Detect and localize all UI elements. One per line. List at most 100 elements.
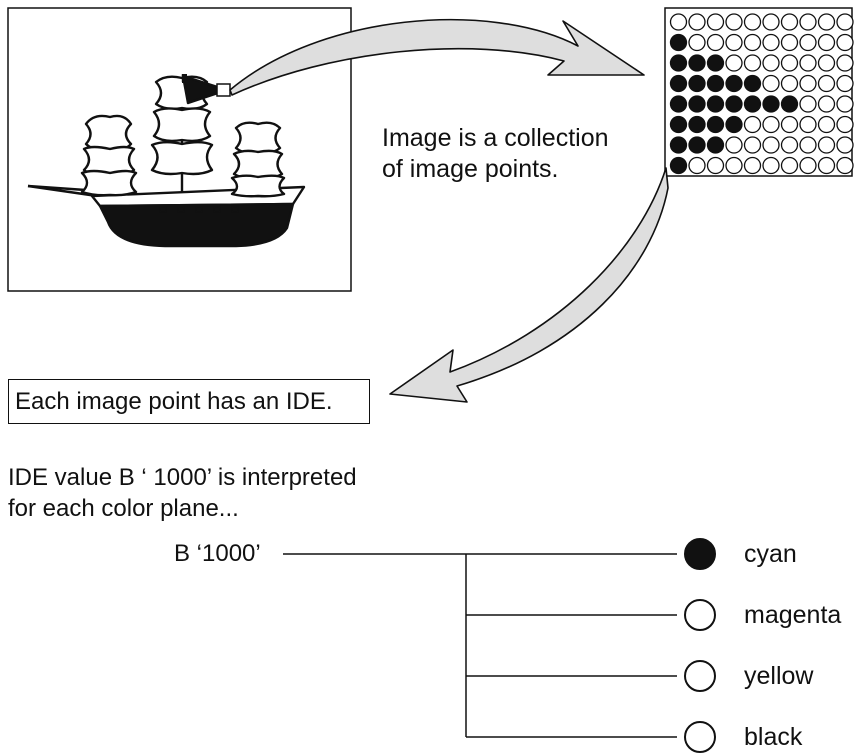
empty-image-point: [817, 156, 836, 175]
empty-image-point: [725, 54, 743, 72]
filled-image-point: [688, 136, 706, 154]
empty-image-point: [799, 136, 817, 154]
plane-bit-circle-cyan: [684, 538, 716, 570]
empty-image-point: [817, 115, 836, 134]
empty-image-point: [799, 74, 817, 93]
filled-image-point: [780, 95, 799, 113]
filled-image-point: [743, 95, 762, 113]
empty-image-point: [836, 13, 854, 31]
empty-image-point: [688, 156, 706, 175]
empty-image-point: [780, 156, 799, 175]
ide-box-label: Each image point has an IDE.: [15, 388, 333, 415]
empty-image-point: [743, 33, 762, 52]
ship-illustration: [27, 74, 306, 248]
filled-image-point: [669, 95, 688, 113]
empty-image-point: [725, 156, 743, 175]
empty-image-point: [799, 156, 817, 175]
filled-image-point: [688, 115, 706, 134]
empty-image-point: [799, 115, 817, 134]
filled-image-point: [706, 74, 725, 93]
empty-image-point: [780, 115, 799, 134]
color-plane-connectors: [283, 553, 677, 738]
filled-image-point: [669, 33, 688, 52]
empty-image-point: [817, 74, 836, 93]
empty-image-point: [780, 33, 799, 52]
empty-image-point: [669, 13, 688, 31]
empty-image-point: [688, 13, 706, 31]
empty-image-point: [762, 33, 780, 52]
empty-image-point: [836, 95, 854, 113]
empty-image-point: [743, 115, 762, 134]
ide-box: Each image point has an IDE.: [8, 379, 370, 424]
empty-image-point: [799, 13, 817, 31]
filled-image-point: [669, 54, 688, 72]
empty-image-point: [725, 33, 743, 52]
empty-image-point: [817, 33, 836, 52]
empty-image-point: [780, 136, 799, 154]
empty-image-point: [743, 136, 762, 154]
point-matrix: [669, 13, 854, 175]
filled-image-point: [725, 115, 743, 134]
interpretation-line-1: IDE value B ‘ 1000’ is interpreted: [8, 464, 357, 491]
empty-image-point: [762, 115, 780, 134]
point-arrow: [389, 167, 669, 403]
empty-image-point: [743, 13, 762, 31]
empty-image-point: [799, 54, 817, 72]
empty-image-point: [836, 54, 854, 72]
empty-image-point: [725, 136, 743, 154]
plane-label-cyan: cyan: [744, 540, 797, 568]
empty-image-point: [817, 13, 836, 31]
filled-image-point: [669, 156, 688, 175]
filled-image-point: [743, 74, 762, 93]
filled-image-point: [669, 74, 688, 93]
empty-image-point: [817, 95, 836, 113]
empty-image-point: [817, 136, 836, 154]
empty-image-point: [762, 54, 780, 72]
empty-image-point: [762, 13, 780, 31]
zoom-arrow: [229, 18, 645, 96]
empty-image-point: [706, 156, 725, 175]
plane-bit-circle-black: [684, 721, 716, 753]
empty-image-point: [799, 95, 817, 113]
plane-label-yellow: yellow: [744, 662, 814, 690]
empty-image-point: [743, 54, 762, 72]
empty-image-point: [836, 74, 854, 93]
collection-caption-line-1: Image is a collection: [382, 124, 609, 152]
filled-image-point: [725, 95, 743, 113]
filled-image-point: [725, 74, 743, 93]
empty-image-point: [762, 156, 780, 175]
empty-image-point: [743, 156, 762, 175]
empty-image-point: [780, 13, 799, 31]
empty-image-point: [688, 33, 706, 52]
plane-label-magenta: magenta: [744, 601, 842, 629]
ide-value-label: B ‘1000’: [174, 540, 261, 567]
empty-image-point: [799, 33, 817, 52]
empty-image-point: [762, 136, 780, 154]
filled-image-point: [706, 115, 725, 134]
filled-image-point: [688, 74, 706, 93]
collection-caption: Image is a collection of image points.: [382, 123, 609, 185]
empty-image-point: [780, 54, 799, 72]
flag-detail-highlight: [216, 83, 231, 97]
empty-image-point: [836, 33, 854, 52]
interpretation-line-2: for each color plane...: [8, 495, 239, 522]
filled-image-point: [688, 95, 706, 113]
filled-image-point: [669, 115, 688, 134]
plane-bit-circles: [684, 538, 716, 753]
filled-image-point: [762, 95, 780, 113]
empty-image-point: [706, 13, 725, 31]
collection-caption-line-2: of image points.: [382, 155, 559, 183]
empty-image-point: [836, 136, 854, 154]
empty-image-point: [725, 13, 743, 31]
empty-image-point: [780, 74, 799, 93]
empty-image-point: [762, 74, 780, 93]
empty-image-point: [836, 115, 854, 134]
interpretation-text: IDE value B ‘ 1000’ is interpreted for e…: [8, 462, 357, 524]
filled-image-point: [706, 54, 725, 72]
empty-image-point: [817, 54, 836, 72]
empty-image-point: [836, 156, 854, 175]
empty-image-point: [706, 33, 725, 52]
plane-label-black: black: [744, 723, 803, 751]
plane-bit-circle-yellow: [684, 660, 716, 692]
